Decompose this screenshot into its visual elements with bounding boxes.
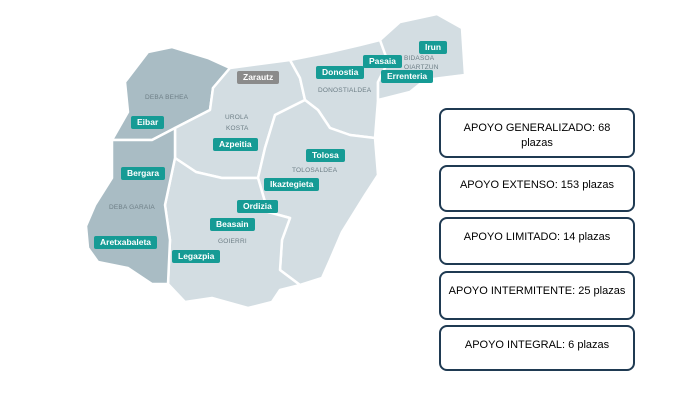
town-zarautz[interactable]: Zarautz <box>237 71 280 84</box>
town-ordizia[interactable]: Ordizia <box>237 200 278 213</box>
town-eibar[interactable]: Eibar <box>131 116 165 129</box>
support-box-integral: APOYO INTEGRAL: 6 plazas <box>439 325 635 371</box>
town-legazpia[interactable]: Legazpia <box>172 250 221 263</box>
town-tolosa[interactable]: Tolosa <box>306 149 345 162</box>
region-label-deba-behea: DEBA BEHEA <box>145 94 189 101</box>
region-label-oiartzun: OIARTZUN <box>404 64 439 71</box>
support-box-generalizado: APOYO GENERALIZADO: 68 plazas <box>439 108 635 158</box>
town-pasaia[interactable]: Pasaia <box>363 55 402 68</box>
region-label-kosta: KOSTA <box>226 125 249 132</box>
region-label-bidasoa: BIDASOA <box>404 55 435 62</box>
support-box-intermitente: APOYO INTERMITENTE: 25 plazas <box>439 271 635 320</box>
town-aretxabaleta[interactable]: Aretxabaleta <box>94 236 158 249</box>
region-label-donostialdea: DONOSTIALDEA <box>318 87 372 94</box>
town-donostia[interactable]: Donostia <box>316 66 365 79</box>
town-ikaztegieta[interactable]: Ikaztegieta <box>264 178 320 191</box>
region-label-deba-garaia: DEBA GARAIA <box>109 204 155 211</box>
town-errenteria[interactable]: Errenteria <box>381 70 434 83</box>
town-azpeitia[interactable]: Azpeitia <box>213 138 258 151</box>
region-label-tolosaldea: TOLOSALDEA <box>292 167 338 174</box>
town-beasain[interactable]: Beasain <box>210 218 255 231</box>
region-label-goierri: GOIERRI <box>218 238 247 245</box>
support-box-extenso: APOYO EXTENSO: 153 plazas <box>439 165 635 212</box>
support-box-limitado: APOYO LIMITADO: 14 plazas <box>439 217 635 265</box>
town-bergara[interactable]: Bergara <box>121 167 166 180</box>
region-label-urola: UROLA <box>225 114 249 121</box>
town-irun[interactable]: Irun <box>419 41 448 54</box>
